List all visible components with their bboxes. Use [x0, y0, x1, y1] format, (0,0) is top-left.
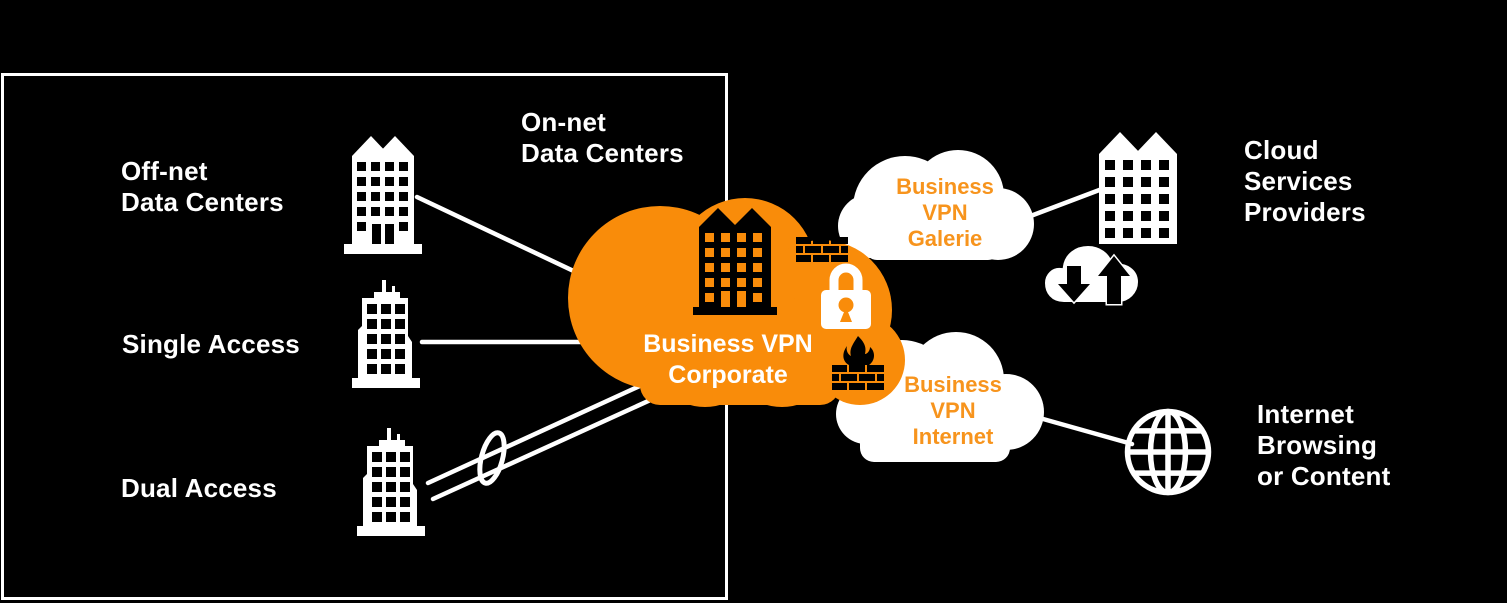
- cloud-services-providers-label: Cloud Services Providers: [1244, 135, 1366, 227]
- cloud-transfer-icon: [1040, 241, 1143, 306]
- galerie-cloud-label: Business VPN Galerie: [896, 174, 994, 251]
- line-dual-access-2: [430, 389, 671, 502]
- globe-icon: [1124, 408, 1212, 496]
- lock-icon: [821, 263, 871, 329]
- on-net-data-centers-label: On-net Data Centers: [521, 107, 684, 168]
- resilience-ellipse-icon: [477, 430, 507, 486]
- internet-browsing-label: Internet Browsing or Content: [1257, 399, 1391, 491]
- dual-access-label: Dual Access: [121, 473, 277, 503]
- line-dual-access-1: [425, 376, 658, 486]
- off-net-data-centers-label: Off-net Data Centers: [121, 156, 284, 217]
- single-access-label: Single Access: [122, 329, 300, 359]
- building-icon: [357, 428, 425, 536]
- building-icon: [352, 280, 420, 388]
- galerie-cloud-shape: [838, 150, 1034, 260]
- firewall-icon: [832, 336, 884, 390]
- line-internet-to-globe: [1033, 414, 1135, 447]
- firewall-icon: [796, 208, 848, 262]
- download-arrow-icon: [1054, 264, 1094, 305]
- building-icon: [344, 136, 422, 254]
- upload-arrow-icon: [1094, 253, 1134, 306]
- building-icon: [693, 208, 777, 315]
- building-icon: [1099, 132, 1177, 244]
- internet-cloud-label: Business VPN Internet: [904, 372, 1002, 449]
- line-galerie-to-provider: [1017, 186, 1105, 223]
- corporate-cloud-label: Business VPN Corporate: [643, 330, 813, 389]
